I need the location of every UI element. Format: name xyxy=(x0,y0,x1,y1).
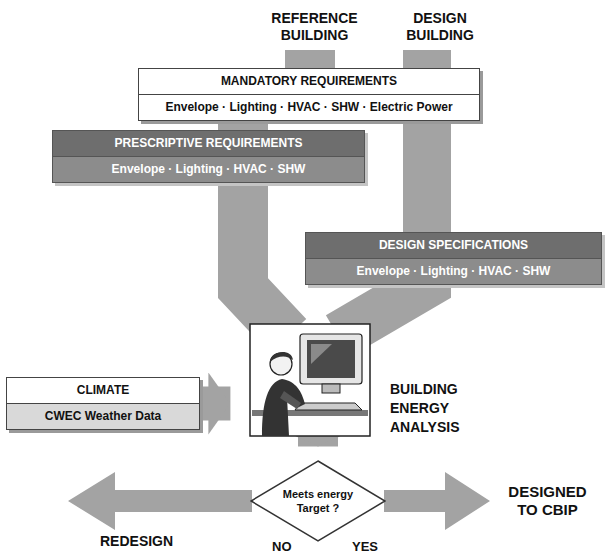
mandatory-box: MANDATORY REQUIREMENTSEnvelope · Lightin… xyxy=(138,68,480,121)
column-heading: DESIGN BUILDING xyxy=(390,10,490,44)
decision-diamond: Meets energy Target ? xyxy=(250,460,386,542)
person-body xyxy=(262,379,305,436)
yes-arrow xyxy=(384,472,490,530)
person-hair xyxy=(270,352,293,362)
decision-text: Meets energy Target ? xyxy=(277,487,359,515)
box-body: Envelope · Lighting · HVAC · SHW xyxy=(53,157,364,182)
person-arm xyxy=(280,391,301,409)
flow-arrow xyxy=(199,387,230,421)
branch-label: NO xyxy=(272,539,292,555)
prescriptive-box: PRESCRIPTIVE REQUIREMENTSEnvelope · Ligh… xyxy=(52,130,365,183)
climate-box: CLIMATECWEC Weather Data xyxy=(6,377,200,430)
box-body: Envelope · Lighting · HVAC · SHW · Elect… xyxy=(139,95,479,120)
monitor-screen xyxy=(307,340,355,378)
design-spec-box: DESIGN SPECIFICATIONSEnvelope · Lighting… xyxy=(305,232,602,285)
outcome-label: DESIGNED TO CBIP xyxy=(500,483,595,519)
box-heading: CLIMATE xyxy=(7,378,199,404)
diamond-shape xyxy=(251,461,385,541)
column-heading: REFERENCE BUILDING xyxy=(262,10,367,44)
flow-arrow xyxy=(243,181,288,336)
analysis-label: BUILDING ENERGY ANALYSIS xyxy=(390,380,485,437)
keyboard xyxy=(295,403,362,410)
box-body: Envelope · Lighting · HVAC · SHW xyxy=(306,259,601,284)
box-heading: PRESCRIPTIVE REQUIREMENTS xyxy=(53,131,364,157)
monitor xyxy=(300,334,362,384)
no-arrow xyxy=(68,472,252,530)
analysis-node: BUILDING ENERGY ANALYSIS xyxy=(248,322,372,437)
outcome-label: REDESIGN xyxy=(100,533,173,550)
box-heading: MANDATORY REQUIREMENTS xyxy=(139,69,479,95)
monitor-stand xyxy=(322,384,340,393)
box-heading: DESIGN SPECIFICATIONS xyxy=(306,233,601,259)
picture-frame xyxy=(250,324,370,436)
branch-label: YES xyxy=(352,539,378,555)
screen-glare xyxy=(311,344,332,364)
diamond-outline xyxy=(250,460,386,542)
box-body: CWEC Weather Data xyxy=(7,404,199,429)
